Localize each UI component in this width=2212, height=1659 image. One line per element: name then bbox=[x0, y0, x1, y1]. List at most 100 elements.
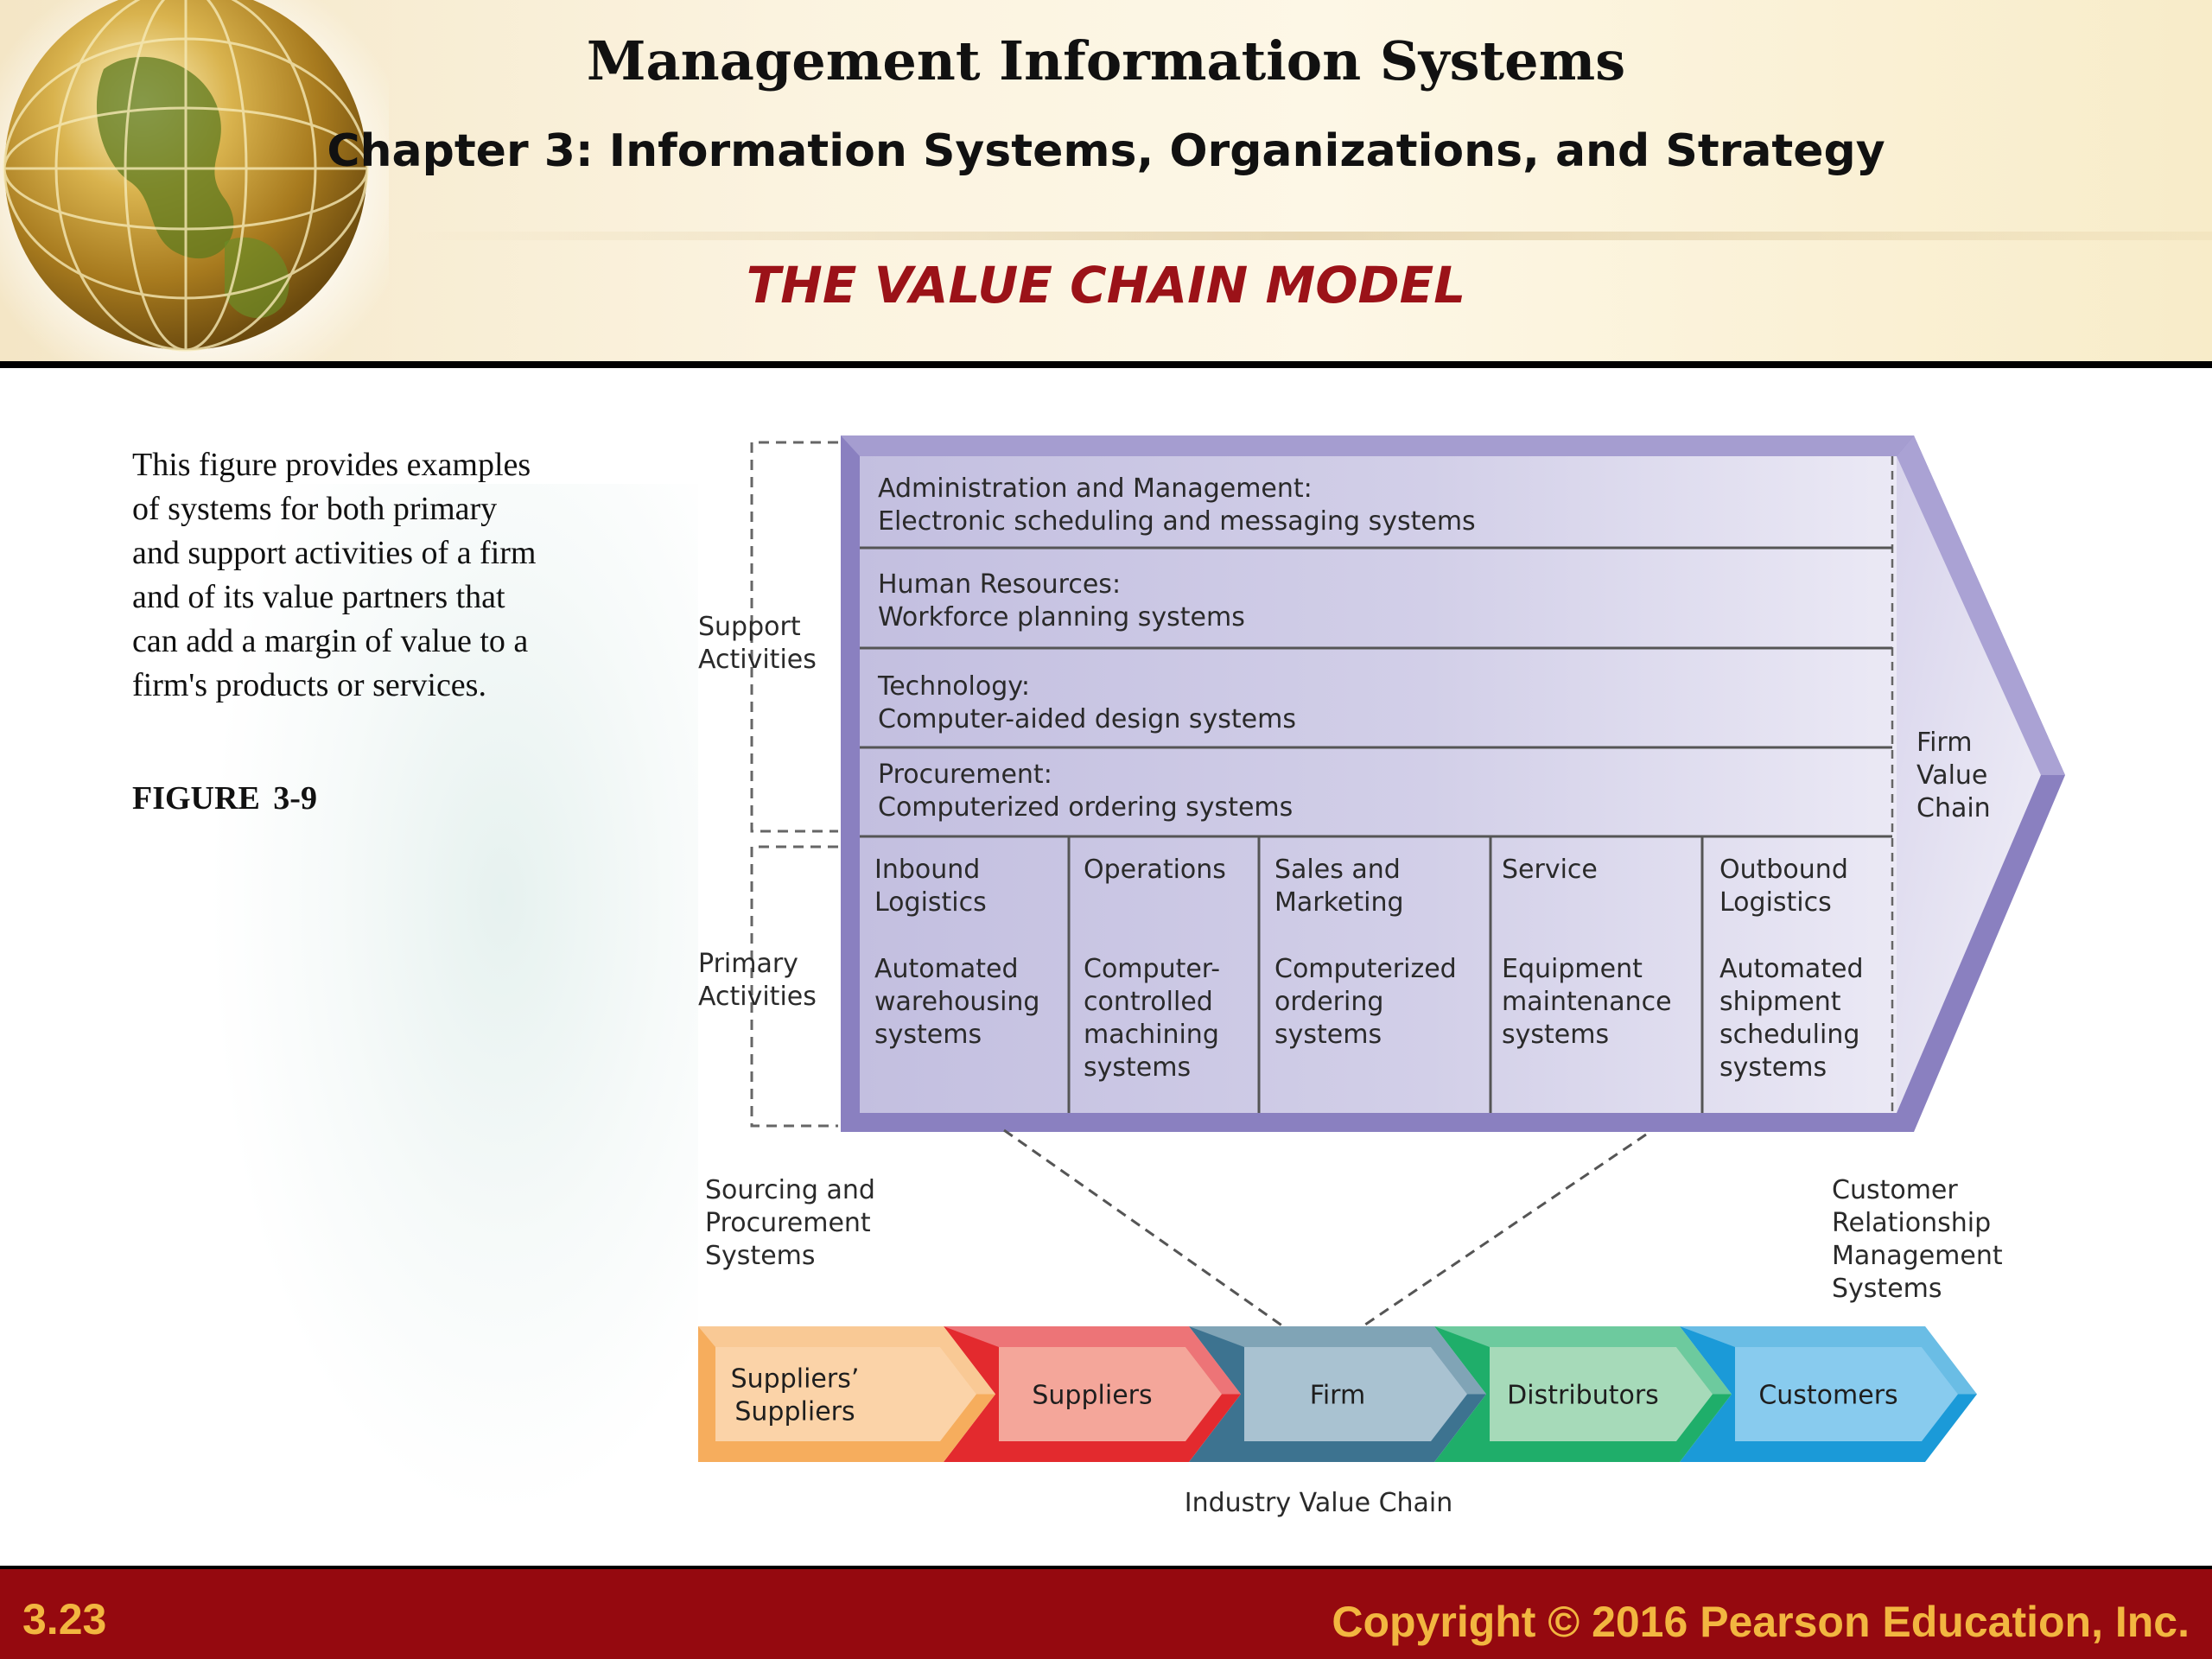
caption-line: can add a margin of value to a bbox=[132, 623, 529, 659]
support-activity-title: Procurement: bbox=[878, 760, 1052, 790]
chevron-upper-edge bbox=[1897, 435, 2065, 775]
activity-brackets bbox=[750, 441, 838, 1128]
primary-activity-system: systems bbox=[1084, 1052, 1191, 1083]
primary-activity-system: Automated bbox=[874, 954, 1019, 984]
primary-activity-title: Outbound bbox=[1719, 855, 1848, 885]
primary-activity-title: Logistics bbox=[1719, 887, 1832, 918]
industry-stage-label: Distributors bbox=[1507, 1381, 1659, 1411]
figure-label: FIGURE 3-9 bbox=[132, 780, 317, 817]
crm-systems-label: Customer bbox=[1832, 1175, 1958, 1205]
industry-stage-face bbox=[715, 1347, 976, 1441]
slide-footer bbox=[0, 1566, 2212, 1659]
caption-line: and support activities of a firm bbox=[132, 535, 537, 571]
caption-line: This figure provides examples bbox=[132, 447, 531, 483]
primary-activity-system: scheduling bbox=[1719, 1020, 1859, 1050]
slide-title: THE VALUE CHAIN MODEL bbox=[746, 256, 1466, 315]
primary-activity-system: systems bbox=[1502, 1020, 1609, 1050]
industry-stage-face bbox=[1735, 1347, 1958, 1441]
chevron-face bbox=[860, 456, 1897, 1113]
caption-line: firm's products or services. bbox=[132, 667, 486, 703]
industry-stage-face bbox=[1244, 1347, 1467, 1441]
support-activities: Administration and Management: Electroni… bbox=[877, 474, 1476, 823]
slide-header: Management Information Systems Chapter 3… bbox=[0, 0, 2212, 372]
copyright-notice: Copyright © 2016 Pearson Education, Inc. bbox=[1332, 1598, 2190, 1646]
support-dividers bbox=[860, 546, 1892, 838]
industry-stage-face bbox=[999, 1347, 1222, 1441]
support-activity-title: Administration and Management: bbox=[878, 474, 1313, 504]
industry-stage-highlight bbox=[1189, 1326, 1486, 1395]
industry-value-chain-label: Industry Value Chain bbox=[1185, 1488, 1453, 1518]
caption-line: and of its value partners that bbox=[132, 579, 505, 615]
primary-activity-system: Computer- bbox=[1084, 954, 1220, 984]
support-activity-title: Technology: bbox=[877, 671, 1030, 702]
primary-activity-title: Inbound bbox=[874, 855, 980, 885]
firm-value-chain-label: Chain bbox=[1916, 793, 1991, 823]
primary-activity-system: maintenance bbox=[1502, 987, 1672, 1017]
support-activity-system: Electronic scheduling and messaging syst… bbox=[878, 506, 1476, 537]
primary-activities-label: Primary bbox=[698, 949, 798, 979]
chevron-top-bevel bbox=[841, 435, 1914, 456]
industry-stage-face bbox=[1490, 1347, 1713, 1441]
industry-stage: Distributors bbox=[1434, 1326, 1732, 1462]
primary-activity-system: machining bbox=[1084, 1020, 1219, 1050]
primary-activity-system: warehousing bbox=[874, 987, 1039, 1017]
side-labels: Support Activities Primary Activities Fi… bbox=[698, 612, 1991, 1012]
caption-line: of systems for both primary bbox=[132, 491, 498, 527]
support-activity-title: Human Resources: bbox=[878, 569, 1121, 600]
industry-stage: Suppliers’Suppliers bbox=[698, 1326, 995, 1462]
industry-stage: Suppliers bbox=[944, 1326, 1241, 1462]
industry-stage-label: Suppliers bbox=[1032, 1381, 1152, 1411]
primary-activity-system: ordering bbox=[1274, 987, 1383, 1017]
primary-activity-system: shipment bbox=[1719, 987, 1841, 1017]
support-activity-system: Computerized ordering systems bbox=[878, 792, 1293, 823]
industry-value-chain: CustomersDistributorsFirmSuppliersSuppli… bbox=[698, 1326, 1977, 1462]
primary-activity-system: systems bbox=[1274, 1020, 1382, 1050]
sourcing-systems-label: Systems bbox=[705, 1241, 816, 1271]
course-title: Management Information Systems bbox=[586, 29, 1626, 92]
background-watercolor bbox=[207, 484, 743, 1521]
system-labels: Sourcing and Procurement Systems Custome… bbox=[705, 1175, 2003, 1304]
primary-activity-title: Sales and bbox=[1274, 855, 1401, 885]
primary-activity-system: Automated bbox=[1719, 954, 1864, 984]
sourcing-systems-label: Procurement bbox=[705, 1208, 871, 1238]
industry-stage-label: Firm bbox=[1310, 1381, 1365, 1411]
primary-activities-label: Activities bbox=[698, 982, 817, 1012]
primary-activity-system: systems bbox=[874, 1020, 982, 1050]
primary-activity-title: Service bbox=[1502, 855, 1598, 885]
chevron-tip bbox=[1897, 456, 2041, 1113]
support-activities-label: Support bbox=[698, 612, 801, 642]
industry-stage-highlight bbox=[1434, 1326, 1732, 1395]
firm-value-chain-label: Value bbox=[1916, 760, 1987, 791]
primary-activity-system: systems bbox=[1719, 1052, 1827, 1083]
chapter-title: Chapter 3: Information Systems, Organiza… bbox=[327, 125, 1885, 177]
globe-image bbox=[0, 0, 389, 372]
primary-activity-title: Marketing bbox=[1274, 887, 1404, 918]
primary-activity-title: Operations bbox=[1084, 855, 1226, 885]
primary-activity-system: Computerized bbox=[1274, 954, 1457, 984]
primary-activities: Inbound Logistics Automated warehousing … bbox=[874, 855, 1864, 1083]
crm-systems-label: Systems bbox=[1832, 1274, 1942, 1304]
industry-stage-highlight bbox=[944, 1326, 1241, 1395]
industry-stage: Firm bbox=[1189, 1326, 1486, 1462]
crm-systems-label: Relationship bbox=[1832, 1208, 1991, 1238]
industry-stage-label: Customers bbox=[1758, 1381, 1897, 1411]
header-divider bbox=[0, 361, 2212, 368]
primary-dividers bbox=[1067, 836, 1704, 1113]
industry-stage-highlight bbox=[1680, 1326, 1977, 1395]
primary-activity-system: Equipment bbox=[1502, 954, 1643, 984]
industry-stage: Customers bbox=[1680, 1326, 1977, 1462]
support-activity-system: Computer-aided design systems bbox=[878, 704, 1296, 734]
slide-number: 3.23 bbox=[22, 1595, 107, 1643]
support-activities-label: Activities bbox=[698, 645, 817, 675]
header-band bbox=[406, 232, 2212, 240]
firm-connectors bbox=[1003, 1128, 1647, 1328]
figure-caption: This figure provides examples of systems… bbox=[132, 443, 616, 708]
support-activity-system: Workforce planning systems bbox=[878, 602, 1245, 632]
crm-systems-label: Management bbox=[1832, 1241, 2003, 1271]
primary-activity-title: Logistics bbox=[874, 887, 987, 918]
primary-activity-system: controlled bbox=[1084, 987, 1213, 1017]
industry-stage-highlight bbox=[698, 1326, 995, 1395]
industry-stage-label: Suppliers bbox=[734, 1397, 855, 1427]
industry-stage-label: Suppliers’ bbox=[731, 1364, 860, 1395]
